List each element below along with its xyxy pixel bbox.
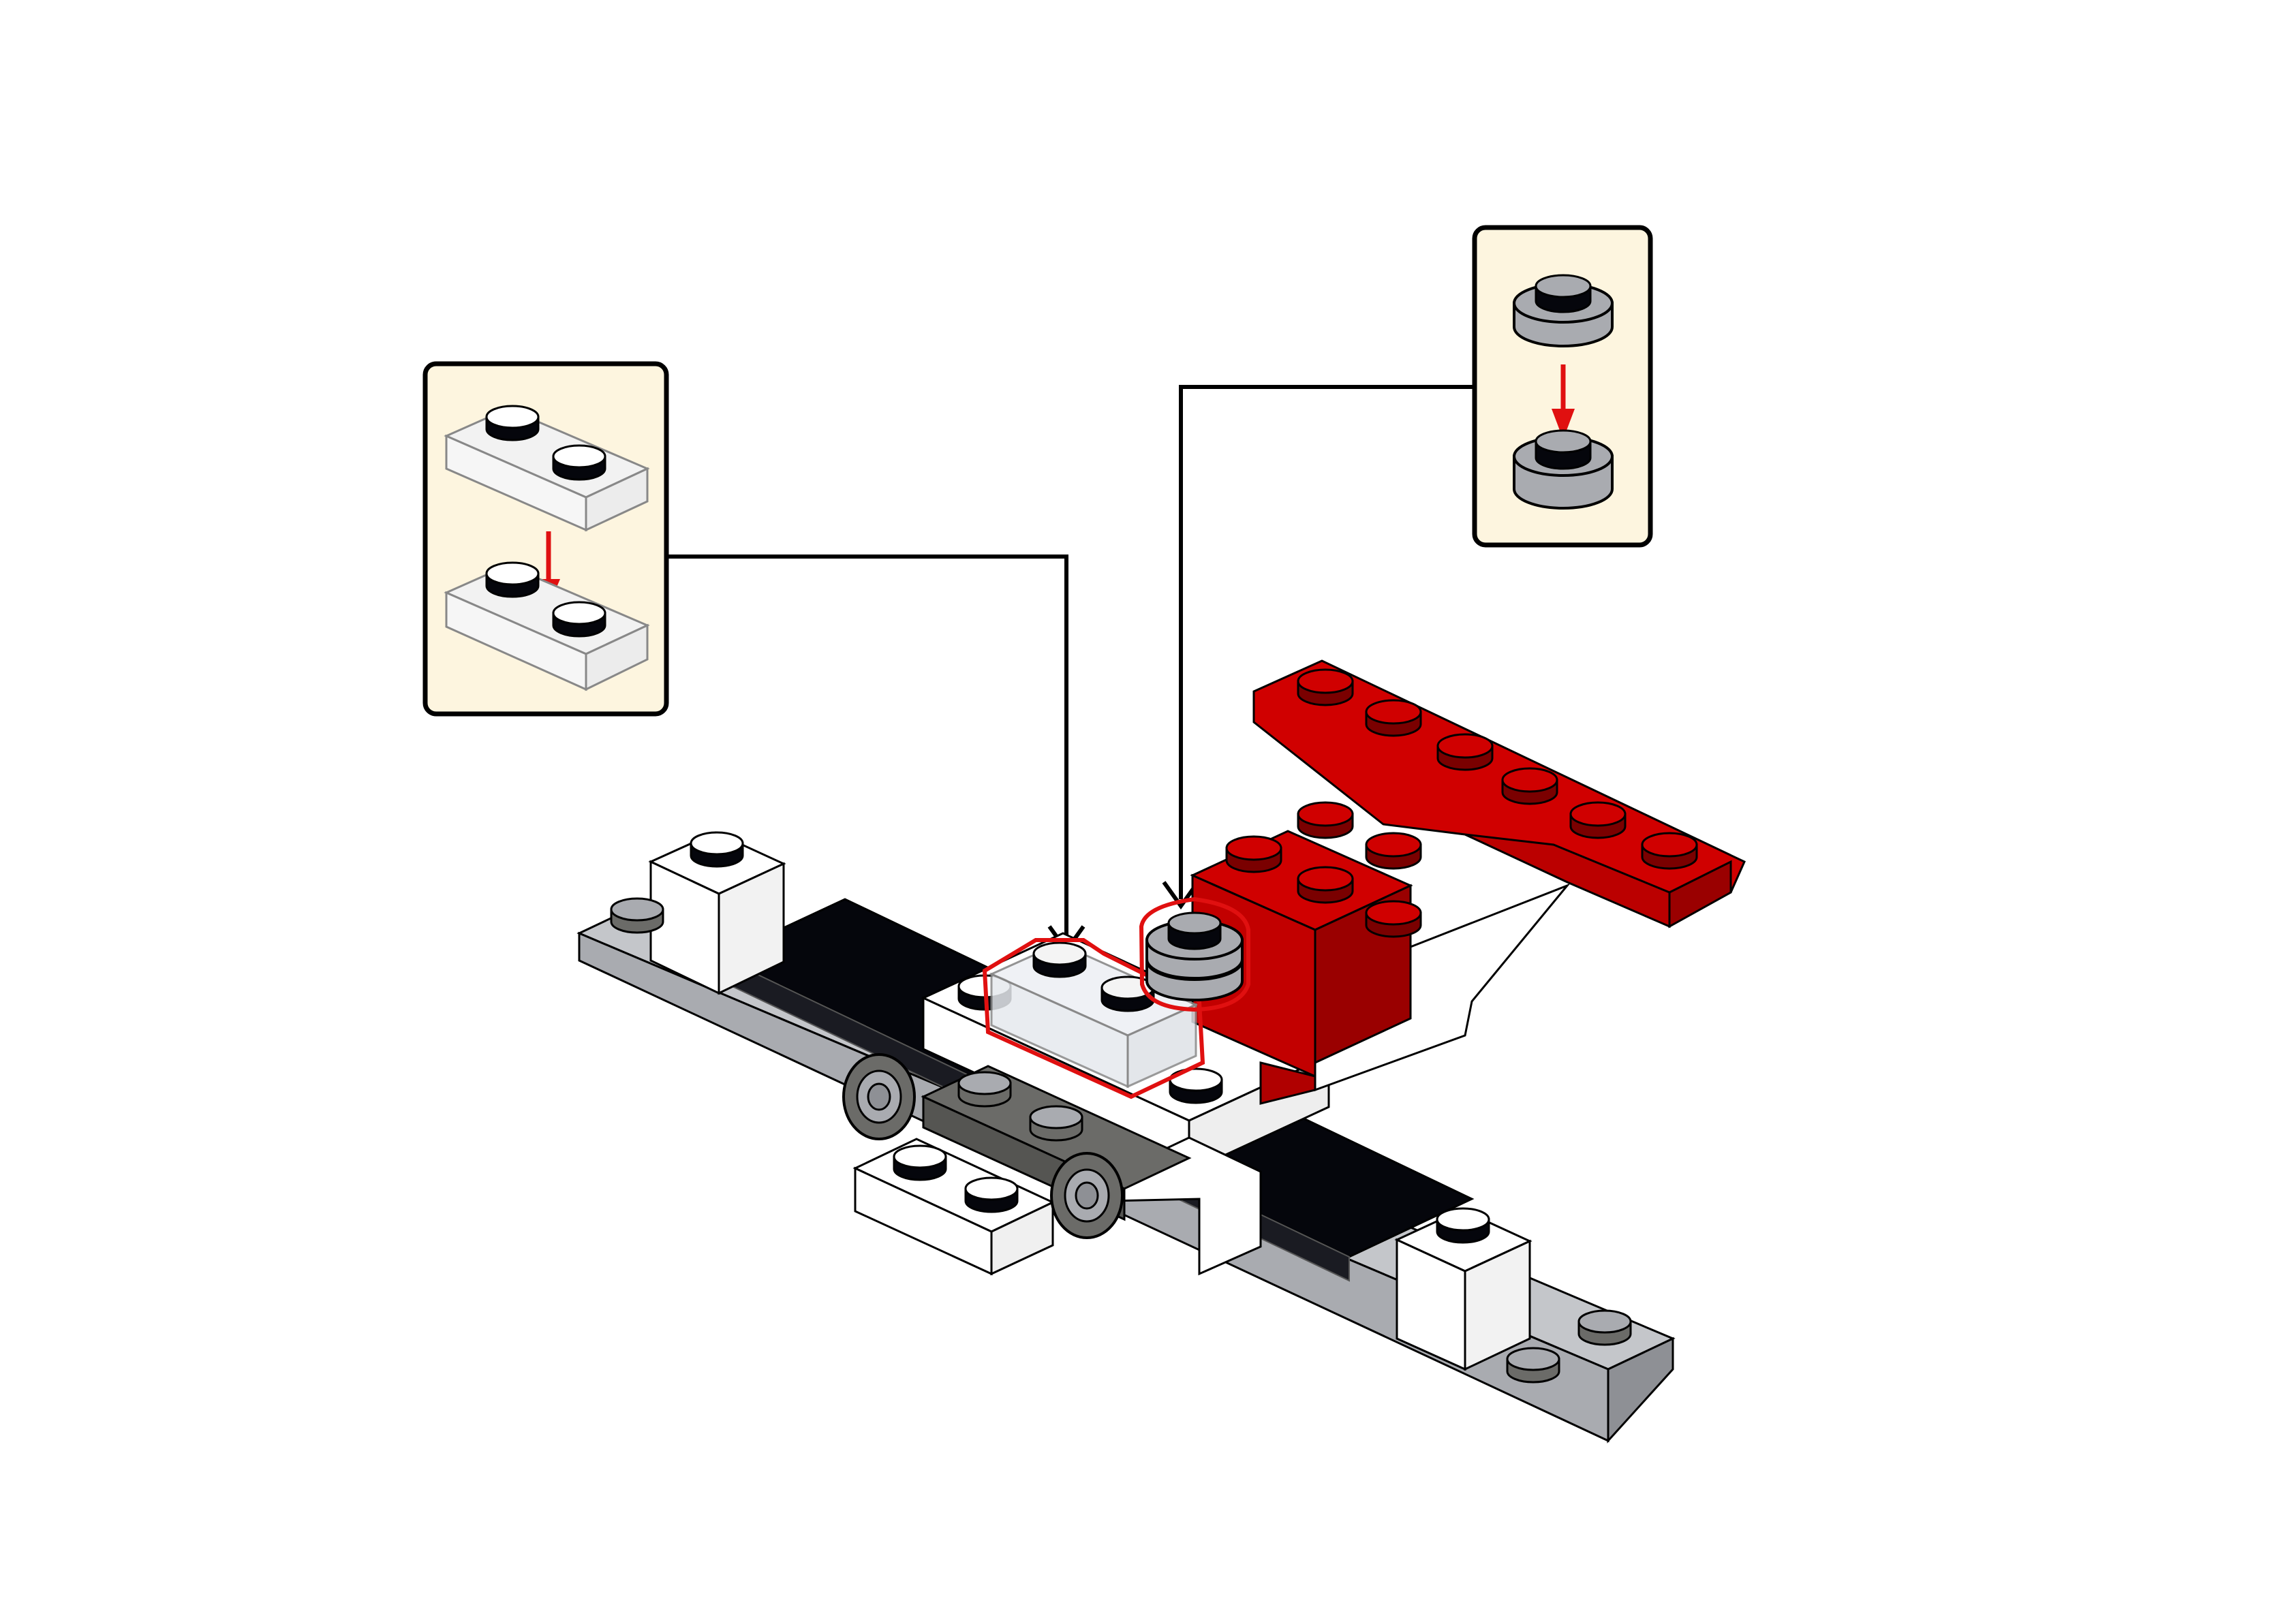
highlight-outline: [982, 938, 1205, 1099]
wheel-right: [1050, 1152, 1124, 1239]
red-tail-wing: [1252, 659, 1746, 928]
round-plate-after: [1513, 429, 1614, 510]
new-part-round-plates: [1139, 896, 1250, 1012]
plate-before: [444, 405, 650, 532]
new-part-transparent-plate: [982, 938, 1205, 1099]
arrow-down-icon: [1552, 364, 1575, 439]
plate-after: [444, 561, 650, 691]
white-brick-right: [1394, 1207, 1632, 1384]
callout-round-plate: [1472, 225, 1653, 548]
callout-transparent-plate: [422, 361, 669, 717]
white-slope: [1314, 883, 1571, 1092]
highlight-outline: [1139, 896, 1250, 1012]
dark-gray-axle-plate: [842, 1053, 1192, 1239]
round-plate-before: [1513, 274, 1614, 347]
main-model: [576, 659, 1746, 1443]
wheel-left: [842, 1053, 916, 1140]
white-brick-left: [610, 831, 786, 995]
